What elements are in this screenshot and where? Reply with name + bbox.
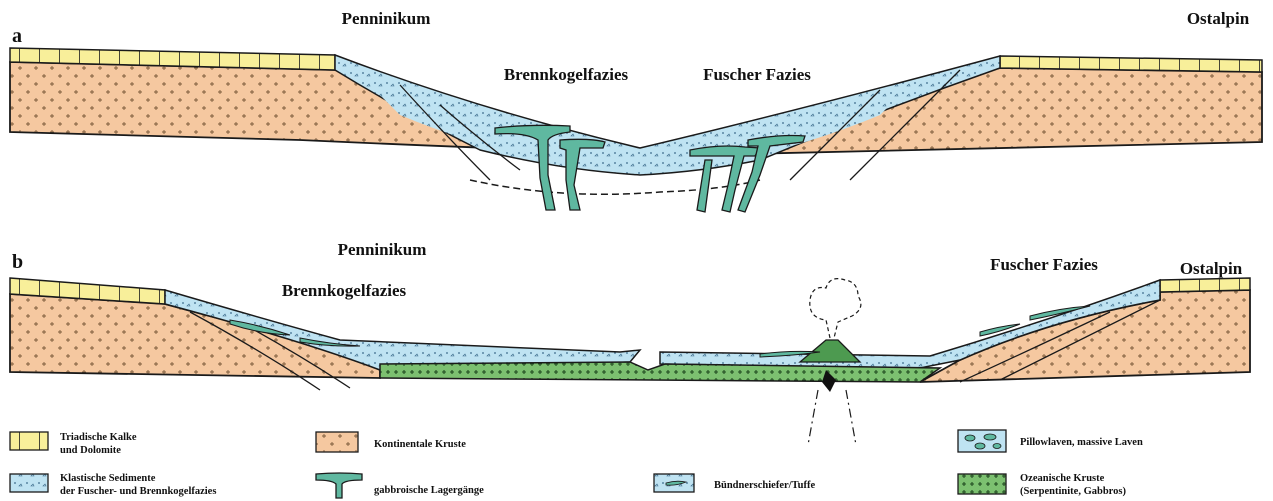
legend-gabbro: gabbroische Lagergänge <box>374 485 484 496</box>
panel-a-dashed-base <box>470 180 760 194</box>
legend-pillow: Pillowlaven, massive Laven <box>1020 437 1143 448</box>
legend-triassic-line2: und Dolomite <box>60 445 121 456</box>
panel-b-label-penninikum: Penninikum <box>338 240 427 259</box>
panel-b-label-brennkogelfazies: Brennkogelfazies <box>282 281 407 300</box>
legend-oceanic-line1: Ozeanische Kruste <box>1020 473 1105 484</box>
legend: Triadische Kalke und Dolomite Klastische… <box>10 430 1143 498</box>
legend-swatch-oceanic <box>958 474 1006 494</box>
legend-clastic-line2: der Fuscher- und Brennkogelfazies <box>60 486 216 497</box>
panel-b-feeder-lines <box>808 390 856 445</box>
panel-b-letter: b <box>12 251 23 273</box>
panel-a-letter: a <box>12 25 22 47</box>
legend-swatch-clastic <box>10 474 48 492</box>
panel-a-label-fuscher-fazies: Fuscher Fazies <box>703 65 811 84</box>
panel-b-continental-right <box>920 290 1250 382</box>
legend-swatch-gabbro <box>316 473 362 498</box>
panel-b-triassic-right <box>1160 278 1250 292</box>
legend-swatch-continental <box>316 432 358 452</box>
panel-a-label-penninikum: Penninikum <box>342 9 431 28</box>
legend-clastic-line1: Klastische Sedimente <box>60 473 156 484</box>
panel-b-label-ostalpin: Ostalpin <box>1180 259 1243 278</box>
legend-triassic-line1: Triadische Kalke <box>60 432 137 443</box>
legend-swatch-triassic <box>10 432 48 450</box>
panel-a-label-brennkogelfazies: Brennkogelfazies <box>504 65 629 84</box>
panel-a: a Penninikum Ostalpin Brennkogelfazies F <box>10 9 1262 212</box>
legend-oceanic-line2: (Serpentinite, Gabbros) <box>1020 486 1126 497</box>
panel-b-label-fuscher-fazies: Fuscher Fazies <box>990 255 1098 274</box>
panel-b-eruption-cloud <box>810 279 861 338</box>
panel-b: b <box>10 240 1250 445</box>
panel-a-continental-crust <box>10 62 1262 155</box>
panel-a-label-ostalpin: Ostalpin <box>1187 9 1250 28</box>
legend-continental: Kontinentale Kruste <box>374 439 466 450</box>
legend-buendner: Bündnerschiefer/Tuffe <box>714 480 815 491</box>
